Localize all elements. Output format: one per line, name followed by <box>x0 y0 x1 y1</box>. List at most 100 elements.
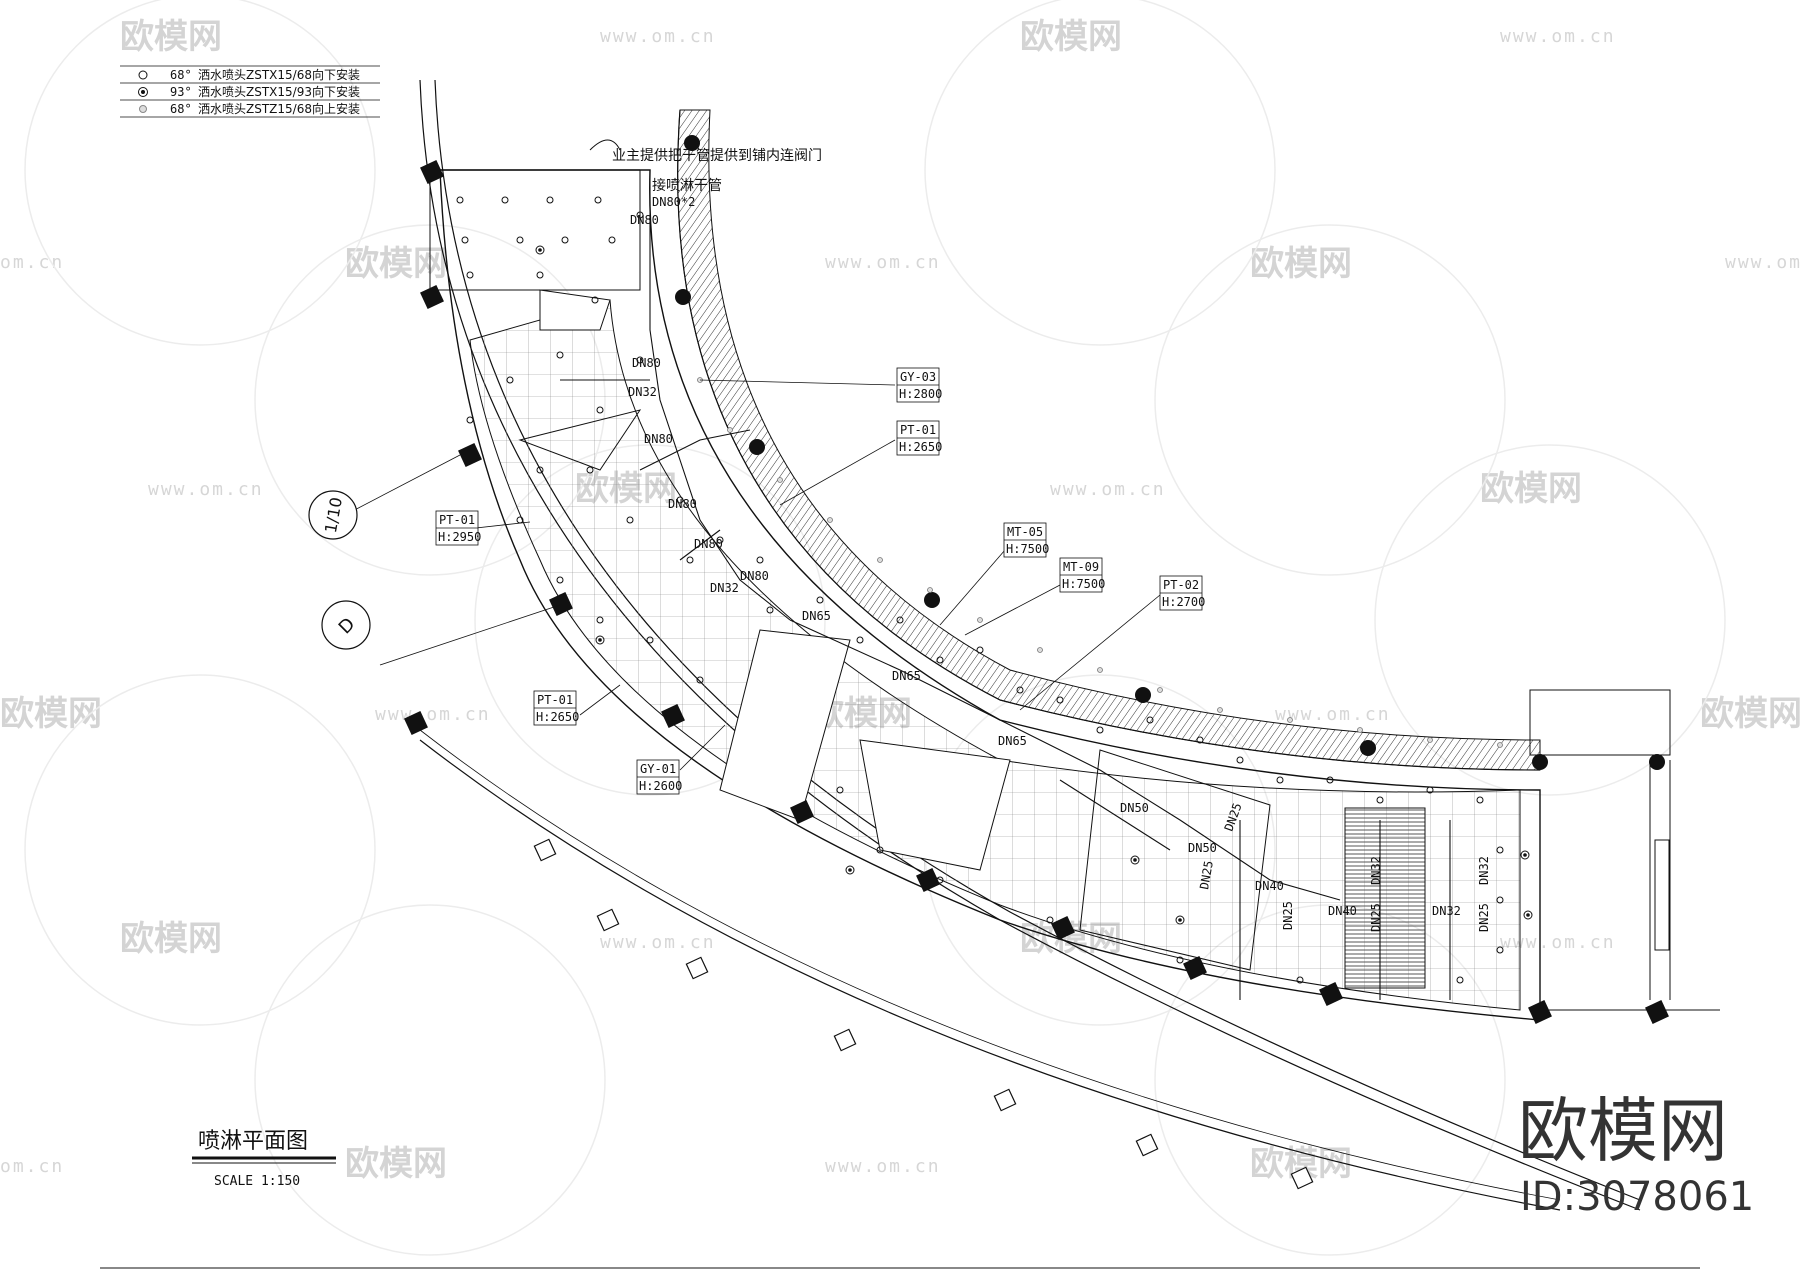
sprinkler-head-68 <box>1426 786 1434 794</box>
sprinkler-head-68 <box>1236 756 1244 764</box>
sprinkler-head-68 <box>716 536 724 544</box>
outer-columns <box>533 838 1314 1190</box>
legend-angle: 93° <box>170 85 192 99</box>
column <box>1183 956 1207 980</box>
watermark-url: www.om.cn <box>1050 479 1166 500</box>
column <box>916 868 940 892</box>
watermark-ring <box>1154 224 1506 576</box>
pipe-size-label: DN80 <box>632 356 661 370</box>
callout-box: GY-01 H:2600 <box>636 759 682 795</box>
column <box>790 800 814 824</box>
sprinkler-head-93 <box>845 865 855 875</box>
sprinkler-head-up <box>1157 687 1163 693</box>
floor-area <box>439 169 1541 1021</box>
pipe-size-label: DN50 <box>1188 841 1217 855</box>
watermark-brand: 欧模网 <box>345 244 447 284</box>
outer-column <box>993 1088 1017 1112</box>
sprinkler-head-93 <box>535 245 545 255</box>
sprinkler-head-68 <box>506 376 514 384</box>
sprinkler-head-68 <box>516 236 524 244</box>
sprinkler-head-93 <box>1523 910 1533 920</box>
axis-bubble <box>321 600 371 650</box>
watermark-url: www.om.cn <box>1500 26 1616 47</box>
legend-angle: 68° <box>170 68 192 82</box>
sprinkler-head-68 <box>816 596 824 604</box>
watermark-ring <box>24 0 376 346</box>
sprinkler-head-68 <box>1376 796 1384 804</box>
round-column <box>1649 754 1665 770</box>
round-column <box>1135 687 1151 703</box>
callout-height: H:7500 <box>1062 577 1105 591</box>
dn80x2-label: DN80*2 <box>652 195 695 209</box>
connect-main-note: 接喷淋干管 <box>652 177 722 194</box>
sprinkler-head-68 <box>1096 726 1104 734</box>
watermark-url: www.om.cn <box>148 479 264 500</box>
column <box>1645 1000 1669 1024</box>
sprinkler-head-up <box>1097 667 1103 673</box>
sprinkler-head-68 <box>501 196 509 204</box>
sprinkler-head-68 <box>976 646 984 654</box>
sprinkler-head-up <box>977 617 983 623</box>
round-column <box>675 289 691 305</box>
pipe-size-label: DN65 <box>892 669 921 683</box>
callout-box: GY-03 H:2800 <box>896 367 942 403</box>
sprinkler-head-93-dot <box>1178 918 1182 922</box>
pipe-size-label: DN65 <box>802 609 831 623</box>
pipe-runs <box>560 170 1451 1000</box>
legend-text: 洒水喷头ZSTX15/68向下安装 <box>198 67 360 82</box>
pipe-size-label: DN32 <box>1432 904 1461 918</box>
callout-code: PT-02 <box>1163 578 1199 592</box>
brand-stamp: 欧模网 ID:3078061 <box>1518 1090 1754 1220</box>
axis-bubble <box>308 490 358 540</box>
legend-text: 洒水喷头ZSTX15/93向下安装 <box>198 84 360 99</box>
sprinkler-head-68 <box>836 786 844 794</box>
sprinkler-head-68 <box>1496 846 1504 854</box>
sprinkler-head-93-dot <box>848 868 852 872</box>
callout-height: H:2650 <box>536 710 579 724</box>
outer-column <box>1290 1166 1314 1190</box>
watermark-url: om.cn <box>0 252 64 273</box>
watermark-url: om.cn <box>0 1156 64 1177</box>
sprinkler-head-up <box>827 517 833 523</box>
callout-group: GY-03 H:2800 PT-01 H:2650 PT-01 H:2950 M… <box>435 367 1205 795</box>
sprinkler-head-68 <box>1326 776 1334 784</box>
title-block: 喷淋平面图 SCALE 1:150 <box>192 1129 336 1189</box>
callout-height: H:2800 <box>899 387 942 401</box>
sprinkler-head-93 <box>595 635 605 645</box>
column <box>1528 1000 1552 1024</box>
sprinkler-head-68 <box>1496 946 1504 954</box>
round-column <box>1360 740 1376 756</box>
sprinkler-head-68 <box>596 616 604 624</box>
pipe-size-label: DN25 <box>1197 860 1216 891</box>
outer-column <box>533 838 557 862</box>
callout-code: MT-05 <box>1007 525 1043 539</box>
sprinkler-head-68 <box>608 236 616 244</box>
sprinkler-head-up <box>927 587 933 593</box>
sprinkler-head-93 <box>1130 855 1140 865</box>
legend: 68° 洒水喷头ZSTX15/68向下安装 93° 洒水喷头ZSTX15/93向… <box>120 65 380 118</box>
scale-label: SCALE 1:150 <box>214 1174 300 1189</box>
sprinkler-head-68 <box>546 196 554 204</box>
columns <box>404 160 1669 1024</box>
sprinkler-head-68 <box>1476 796 1484 804</box>
watermark-brand: 欧模网 <box>1020 17 1122 57</box>
callout-height: H:2600 <box>639 779 682 793</box>
sprinkler-head-68 <box>876 846 884 854</box>
pipe-size-label: DN80 <box>668 497 697 511</box>
callout-box: PT-01 H:2950 <box>435 510 481 546</box>
owner-supply-note: 业主提供把干管提供到铺内连阀门 <box>612 148 822 164</box>
sprinkler-head-68 <box>766 606 774 614</box>
pipe-size-label: DN25 <box>1477 903 1491 932</box>
pipe-size-label: DN80 <box>694 537 723 551</box>
round-column <box>684 135 700 151</box>
watermark-url: www.om.cn <box>1275 704 1391 725</box>
outer-column <box>833 1028 857 1052</box>
drawing-title: 喷淋平面图 <box>198 1129 308 1154</box>
brand-logo-text: 欧模网 <box>1518 1090 1728 1172</box>
outer-column <box>596 908 620 932</box>
callout-box: MT-05 H:7500 <box>1003 522 1049 558</box>
sprinkler-head-68 <box>461 236 469 244</box>
watermark-url: www.om.cn <box>825 1156 941 1177</box>
sprinkler-head-68 <box>756 556 764 564</box>
sprinkler-head-68 <box>456 196 464 204</box>
